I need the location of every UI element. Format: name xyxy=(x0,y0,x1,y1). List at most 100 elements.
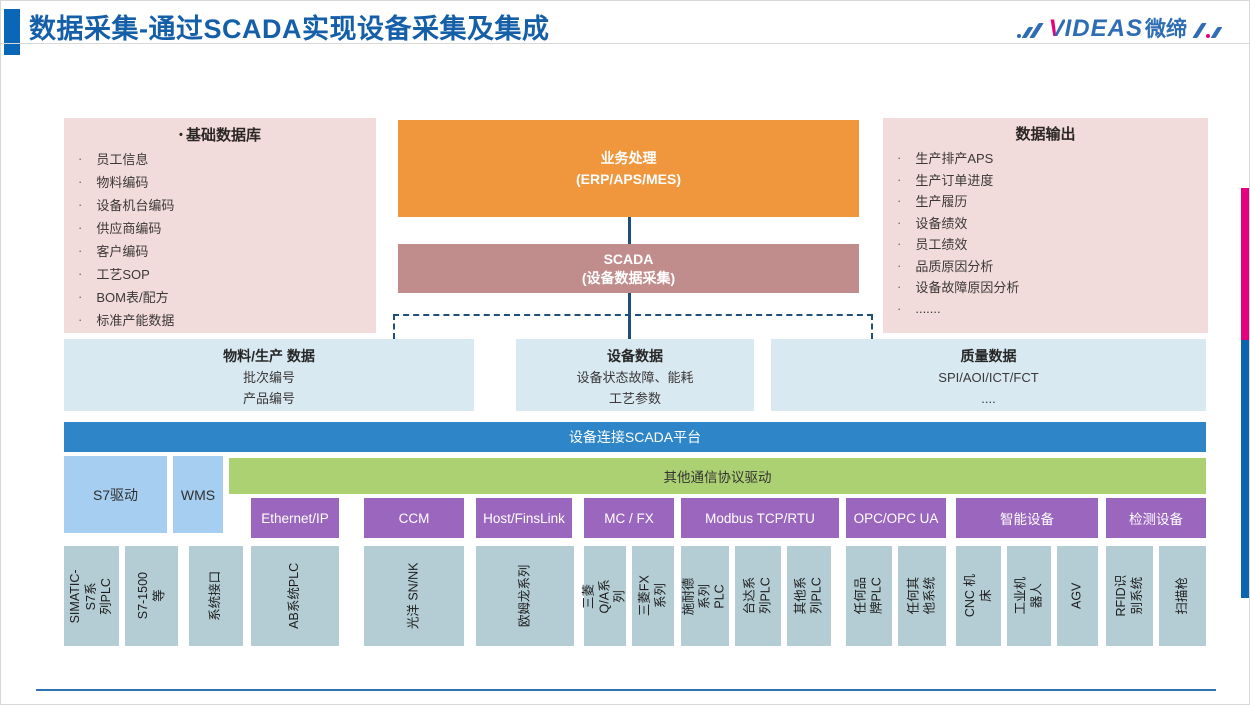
scada-platform-bar: 设备连接SCADA平台 xyxy=(64,422,1206,452)
list-item: 生产履历 xyxy=(883,190,1208,212)
protocol-header: Host/FinsLink xyxy=(476,498,572,538)
connector-line xyxy=(628,217,631,244)
device-box: 任何其他系统 xyxy=(898,546,946,646)
device-label: 任何其他系统 xyxy=(906,577,936,615)
device-label: 光洋 SN/NK xyxy=(406,562,421,630)
device-label: 扫描枪 xyxy=(1174,577,1189,615)
device-box: 欧姆龙系列 xyxy=(476,546,574,646)
base-database-panel: 基础数据库 员工信息 物料编码 设备机台编码 供应商编码 客户编码 工艺SOP … xyxy=(64,118,376,333)
list-item: 设备绩效 xyxy=(883,212,1208,234)
equipment-data-box: 设备数据 设备状态故障、能耗 工艺参数 xyxy=(516,339,754,411)
device-label: 施耐德系列PLC xyxy=(681,577,727,615)
box-line: 产品编号 xyxy=(242,391,295,406)
device-label: 工业机器人 xyxy=(1013,577,1043,615)
protocol-header: Modbus TCP/RTU xyxy=(681,498,839,538)
logo-slash-icon xyxy=(1210,27,1223,38)
box-title: 设备数据 xyxy=(607,348,663,364)
device-box: S7-1500等 xyxy=(125,546,178,646)
device-label: S7-1500等 xyxy=(135,572,166,620)
list-item: 品质原因分析 xyxy=(883,255,1208,277)
box-line: 批次编号 xyxy=(242,370,295,385)
data-output-panel: 数据输出 生产排产APS 生产订单进度 生产履历 设备绩效 员工绩效 品质原因分… xyxy=(883,118,1208,333)
list-item: 工艺SOP xyxy=(64,262,376,285)
box-line: SPI/AOI/ICT/FCT xyxy=(938,370,1039,385)
list-item: ....... xyxy=(883,298,1208,320)
list-item: 生产订单进度 xyxy=(883,169,1208,191)
device-label: 台达系列PLC xyxy=(742,577,772,615)
list-item: BOM表/配方 xyxy=(64,285,376,308)
device-box: 工业机器人 xyxy=(1007,546,1051,646)
edge-bar-blue xyxy=(1241,340,1249,598)
list-item: 物料编码 xyxy=(64,170,376,193)
base-database-title: 基础数据库 xyxy=(64,123,376,147)
list-item: 供应商编码 xyxy=(64,216,376,239)
device-label: 其他系列PLC xyxy=(793,577,823,615)
protocol-header: OPC/OPC UA xyxy=(846,498,946,538)
device-box: 系统接口 xyxy=(189,546,243,646)
business-processing-box: 业务处理 (ERP/APS/MES) xyxy=(398,120,859,217)
box-line: .... xyxy=(981,391,996,406)
data-output-title: 数据输出 xyxy=(1015,126,1076,143)
list-item: 客户编码 xyxy=(64,239,376,262)
list-item: 设备机台编码 xyxy=(64,193,376,216)
device-box: 三菱FX系列 xyxy=(632,546,674,646)
protocol-header: 检测设备 xyxy=(1106,498,1206,538)
device-box: 其他系列PLC xyxy=(787,546,831,646)
header-divider xyxy=(1,43,1249,44)
device-box: 台达系列PLC xyxy=(735,546,781,646)
device-label: 三菱Q/A系列 xyxy=(581,578,627,614)
list-item: 标准产能数据 xyxy=(64,308,376,331)
wms-box: WMS xyxy=(173,456,223,533)
device-box: SIMATIC-S7系 列PLC xyxy=(64,546,119,646)
box-line: 设备状态故障、能耗 xyxy=(576,370,694,385)
logo-name: IDEAS xyxy=(1064,15,1143,42)
logo-slashes-left-icon xyxy=(1016,18,1044,38)
dashed-bracket xyxy=(393,314,873,339)
device-box: CNC 机床 xyxy=(956,546,1001,646)
logo-slash-icon xyxy=(1192,23,1207,38)
device-label: 任何品牌PLC xyxy=(853,577,883,615)
device-box: RFID识别系统 xyxy=(1106,546,1153,646)
bottom-rule xyxy=(36,689,1216,691)
device-box: AB系统PLC xyxy=(251,546,339,646)
logo-slashes-right-icon xyxy=(1192,18,1223,38)
page-title: 数据采集-通过SCADA实现设备采集及集成 xyxy=(29,14,550,44)
connector-line xyxy=(628,293,631,339)
protocol-header: 智能设备 xyxy=(956,498,1098,538)
device-label: SIMATIC-S7系 列PLC xyxy=(68,569,114,623)
device-box: 任何品牌PLC xyxy=(846,546,892,646)
logo-suffix: 微缔 xyxy=(1145,18,1187,41)
box-title: 质量数据 xyxy=(960,348,1017,364)
list-item: 生产排产APS xyxy=(883,147,1208,169)
device-label: 三菱FX系列 xyxy=(637,575,667,617)
scada-box: SCADA (设备数据采集) xyxy=(398,244,859,293)
device-label: CNC 机床 xyxy=(962,574,993,618)
title-accent-bar xyxy=(4,9,20,55)
logo-dot-icon xyxy=(1206,34,1210,38)
logo-letter-v: V xyxy=(1048,15,1065,42)
device-label: AGV xyxy=(1069,582,1084,610)
device-box: 三菱Q/A系列 xyxy=(581,546,627,646)
quality-data-box: 质量数据 SPI/AOI/ICT/FCT .... xyxy=(771,339,1206,411)
list-item: 员工信息 xyxy=(64,147,376,170)
other-protocols-bar: 其他通信协议驱动 xyxy=(229,458,1206,494)
box-title: 物料/生产 数据 xyxy=(223,348,315,364)
device-label: RFID识别系统 xyxy=(1113,575,1144,617)
s7-driver-box: S7驱动 xyxy=(64,456,167,533)
device-label: 系统接口 xyxy=(208,570,223,622)
box-line: 工艺参数 xyxy=(608,391,661,406)
device-box: 光洋 SN/NK xyxy=(364,546,464,646)
logo-dot-icon xyxy=(1016,34,1021,38)
device-box: AGV xyxy=(1057,546,1098,646)
list-item: 设备故障原因分析 xyxy=(883,276,1208,298)
device-box: 施耐德系列PLC xyxy=(681,546,729,646)
material-production-data-box: 物料/生产 数据 批次编号 产品编号 xyxy=(64,339,474,411)
device-label: 欧姆龙系列 xyxy=(517,564,532,628)
protocol-header: CCM xyxy=(364,498,464,538)
device-box: 扫描枪 xyxy=(1159,546,1206,646)
edge-bar-magenta xyxy=(1241,188,1249,340)
device-label: AB系统PLC xyxy=(287,563,302,629)
protocol-header: MC / FX xyxy=(584,498,674,538)
